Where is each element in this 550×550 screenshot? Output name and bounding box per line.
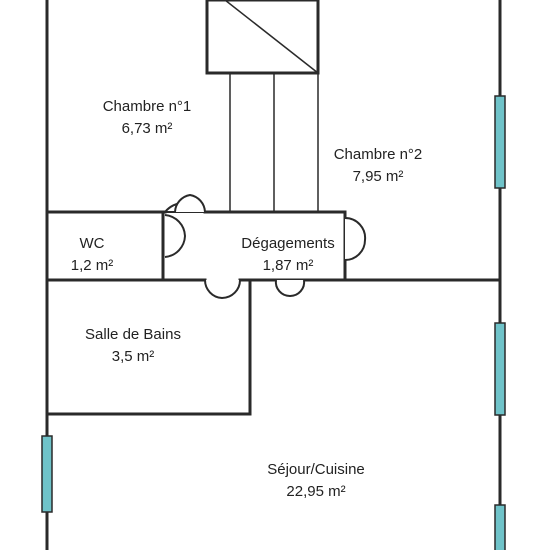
room-area: 3,5 m² bbox=[111, 348, 155, 365]
room-name: WC bbox=[79, 235, 105, 252]
door-right-arc bbox=[344, 216, 367, 261]
door-bathroom-arc bbox=[203, 279, 241, 300]
door-wc-arc bbox=[164, 214, 187, 258]
room-area: 1,2 m² bbox=[70, 257, 114, 274]
room-name: Salle de Bains bbox=[85, 326, 181, 343]
window-sejour-left bbox=[41, 435, 53, 513]
room-area: 7,95 m² bbox=[352, 168, 404, 185]
window-sejour-2 bbox=[494, 504, 506, 550]
room-name: Chambre n°2 bbox=[333, 146, 423, 163]
room-chambre2-label: Chambre n°2 7,95 m² bbox=[318, 144, 438, 188]
room-name: Dégagements bbox=[241, 235, 335, 252]
room-area: 6,73 m² bbox=[121, 120, 173, 137]
door-sejour-arc bbox=[274, 279, 306, 298]
room-degagements-label: Dégagements 1,87 m² bbox=[228, 233, 348, 277]
room-area: 22,95 m² bbox=[286, 483, 346, 500]
room-chambre1-label: Chambre n°1 6,73 m² bbox=[92, 96, 202, 140]
closet-diagonal bbox=[224, 0, 319, 74]
window-sejour-1 bbox=[494, 322, 506, 416]
room-name: Séjour/Cuisine bbox=[267, 461, 365, 478]
window-chambre2 bbox=[494, 95, 506, 189]
room-name: Chambre n°1 bbox=[102, 98, 192, 115]
room-area: 1,87 m² bbox=[262, 257, 314, 274]
door-closet-arc bbox=[174, 193, 206, 213]
room-bathroom-label: Salle de Bains 3,5 m² bbox=[68, 324, 198, 368]
closet-box bbox=[205, 0, 320, 75]
room-sejour-label: Séjour/Cuisine 22,95 m² bbox=[246, 459, 386, 503]
room-wc-label: WC 1,2 m² bbox=[62, 233, 122, 277]
